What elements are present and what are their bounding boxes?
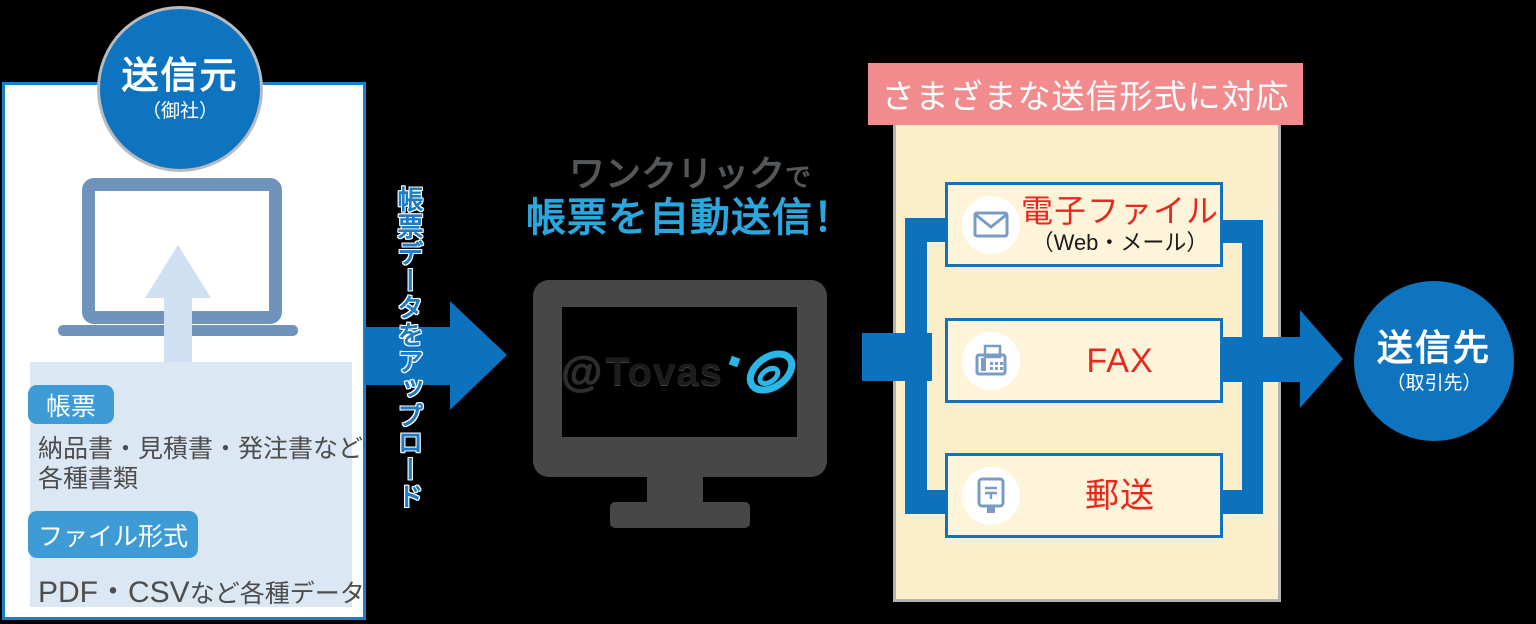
documents-text: 納品書・見積書・発注書など 各種書類 — [38, 435, 364, 493]
postbox-icon — [977, 477, 1005, 513]
left-connector-bottom-stub — [905, 490, 949, 514]
upload-label: 帳票データをアップロード — [394, 186, 424, 510]
headline-line1-suffix: で — [785, 162, 812, 192]
file-types-text: PDF・CSVなど各種データ — [38, 576, 365, 609]
headline: ワンクリックで 帳票を自動送信！ — [520, 153, 860, 240]
input-connector-bar — [862, 333, 932, 381]
file-format-badge: ファイル形式 — [28, 511, 198, 558]
logo-swirl-icon — [746, 350, 796, 394]
right-connector-top-stub — [1222, 220, 1263, 243]
envelope-icon — [973, 211, 1009, 238]
format-label-mail: 郵送 — [1085, 476, 1155, 515]
tovas-logo: @ Tovas — [561, 345, 798, 399]
output-flow-arrow — [1222, 310, 1343, 408]
monitor-neck — [647, 476, 703, 504]
format-box-mail: 郵送 — [945, 453, 1223, 538]
destination-subtitle: （取引先） — [1386, 372, 1482, 394]
format-sublabel-efile: （Web・メール） — [1031, 230, 1209, 255]
monitor-screen: @ Tovas — [561, 307, 798, 437]
destination-title: 送信先 — [1376, 326, 1491, 368]
right-connector-bottom-stub — [1222, 490, 1263, 514]
logo-at: @ — [561, 348, 603, 395]
formats-header: さまざまな送信形式に対応 — [868, 63, 1303, 125]
left-connector-top-stub — [905, 218, 949, 242]
source-subtitle: （御社） — [141, 101, 218, 122]
format-label-efile: 電子ファイル — [1020, 193, 1219, 229]
upload-flow-arrow — [365, 301, 507, 410]
logo-word: Tovas — [605, 349, 723, 394]
monitor-base — [610, 502, 750, 528]
source-circle: 送信元 （御社） — [97, 6, 263, 172]
upload-arrow-icon — [145, 245, 211, 362]
source-title: 送信元 — [121, 55, 239, 96]
logo-spark — [728, 355, 741, 367]
format-box-efile: 電子ファイル （Web・メール） — [945, 182, 1223, 267]
fax-icon — [975, 344, 1007, 375]
format-label-fax: FAX — [1086, 341, 1154, 380]
documents-badge: 帳票 — [28, 385, 114, 424]
headline-line1: ワンクリック — [568, 153, 785, 194]
destination-circle: 送信先 （取引先） — [1354, 281, 1514, 441]
headline-line2: 帳票を自動送信！ — [526, 196, 854, 240]
format-box-fax: FAX — [945, 318, 1223, 403]
